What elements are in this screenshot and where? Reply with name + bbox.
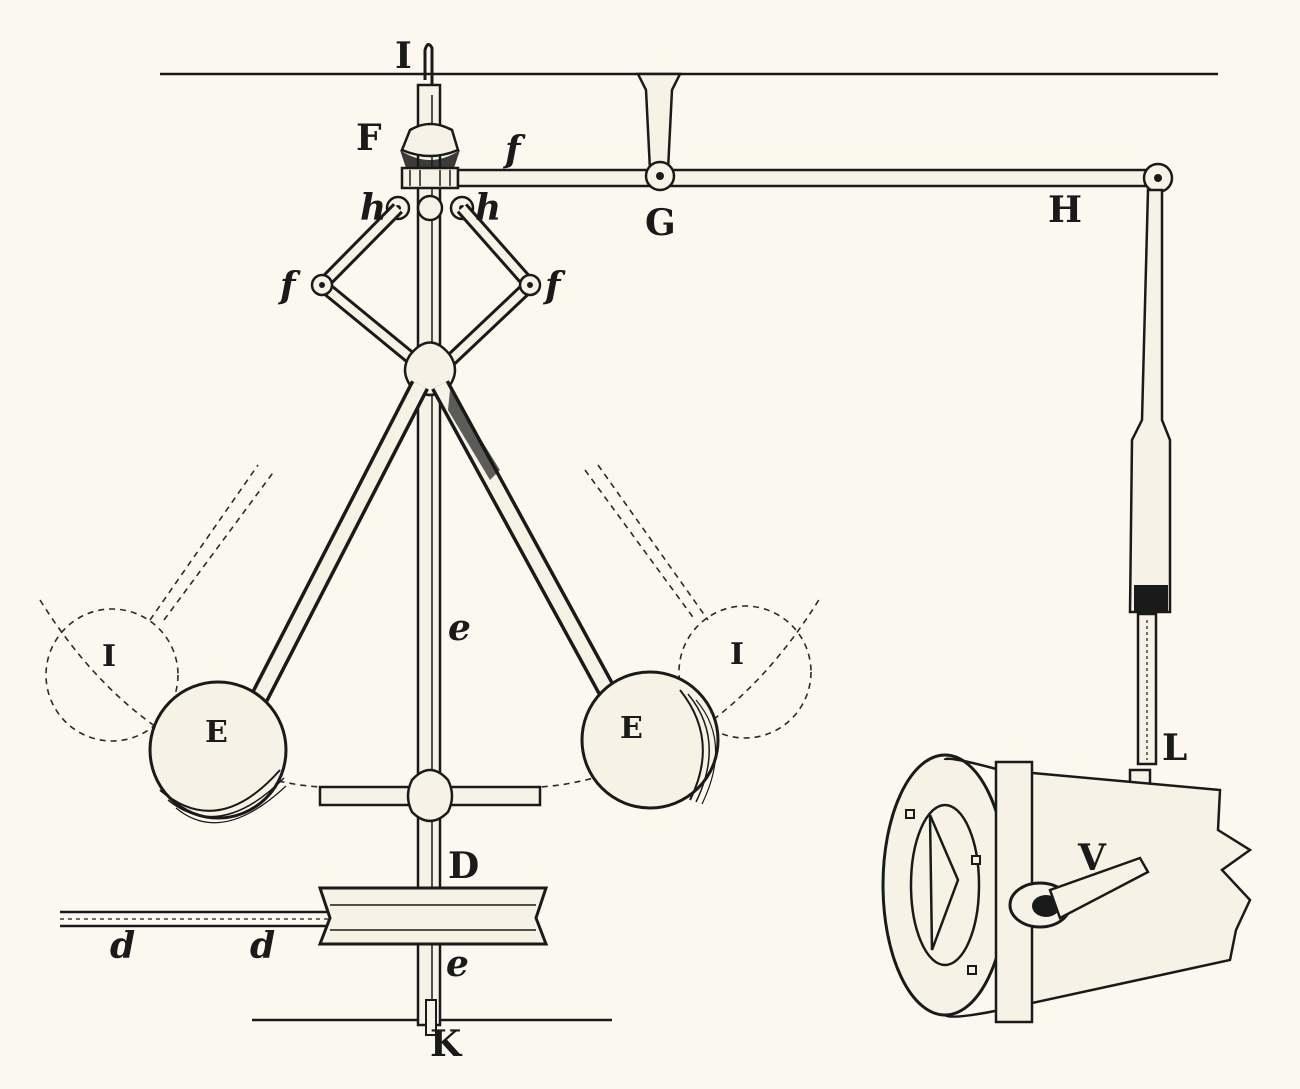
label-f-left: f: [277, 265, 301, 307]
label-f-right: f: [542, 265, 566, 307]
label-V: V: [1077, 837, 1107, 879]
ball-arms: [249, 380, 621, 705]
label-d-left: d: [110, 925, 135, 967]
collar-F: [400, 122, 460, 190]
label-L: L: [1162, 727, 1187, 769]
label-e-lower: e: [446, 943, 469, 985]
label-I-top: I: [395, 35, 412, 77]
label-E-left: E: [205, 715, 228, 750]
label-I-right: I: [730, 637, 744, 672]
label-F: F: [356, 117, 382, 159]
label-G: G: [645, 202, 676, 244]
label-h-left: h: [360, 187, 386, 229]
label-K: K: [430, 1023, 463, 1065]
valve-V: [881, 753, 1253, 1024]
pulley-D: [60, 886, 549, 946]
label-h-right: h: [475, 187, 501, 229]
spindle: [416, 43, 442, 1036]
lever-H: [456, 72, 1174, 194]
label-D: D: [448, 845, 479, 887]
ghost-positions: [39, 464, 821, 794]
label-d-right: d: [250, 925, 275, 967]
label-E-right: E: [620, 711, 643, 746]
label-H: H: [1048, 189, 1082, 231]
label-e-upper: e: [448, 607, 471, 649]
lower-crossbar: [318, 768, 542, 823]
label-f-top: f: [502, 129, 526, 171]
label-I-left: I: [102, 639, 116, 674]
balls-E: [148, 670, 720, 824]
